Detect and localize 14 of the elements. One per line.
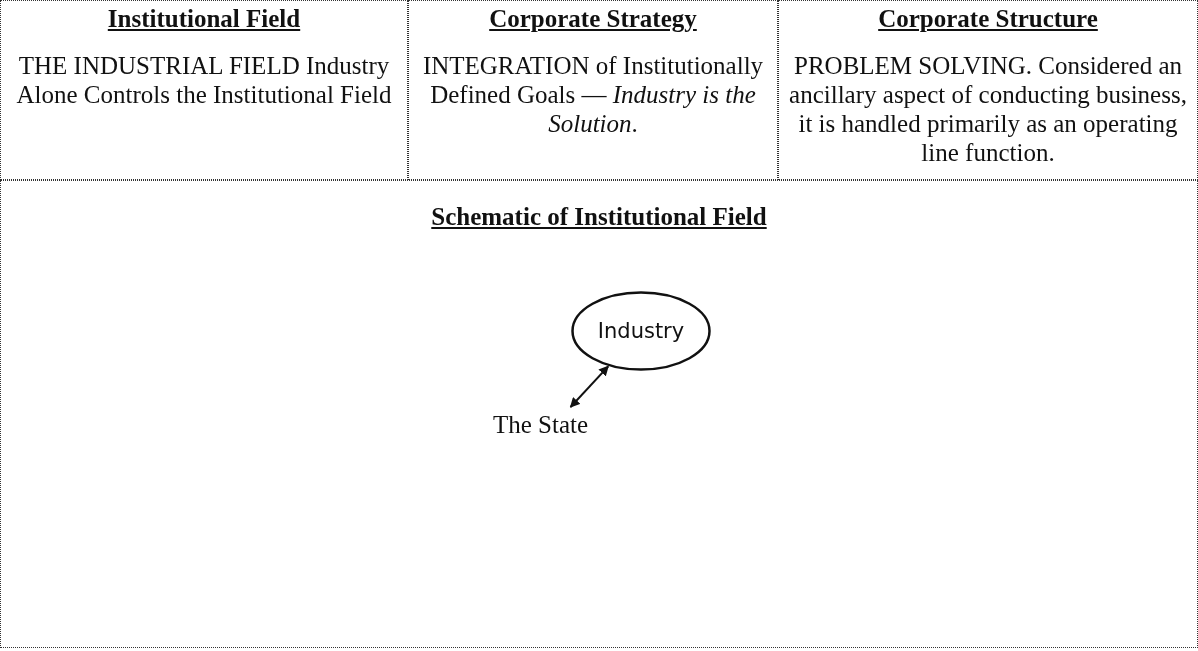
double-arrow [569,365,610,408]
column-heading: Corporate Strategy [489,5,697,33]
column-heading: Corporate Structure [878,5,1098,33]
table-cell [408,0,778,180]
table-cell [778,0,1198,180]
table-cell [0,180,1198,648]
column-heading: Schematic of Institutional Field [431,203,767,231]
column-heading: Institutional Field [107,5,301,33]
node-label: Industry [597,319,685,343]
table-cell [0,0,408,180]
cell-text: PROBLEM SOLVING. Considered an ancillary aspect of conducting business, it is handled primarily as an operating line function. [788,51,1188,167]
cell-text: INTEGRATION of Institutionally Defined Goals — Industry is the Solution. [421,51,765,138]
cell-text: THE INDUSTRIAL FIELD Industry Alone Controls the Institutional Field [15,51,393,109]
node-label: The State [493,411,589,439]
